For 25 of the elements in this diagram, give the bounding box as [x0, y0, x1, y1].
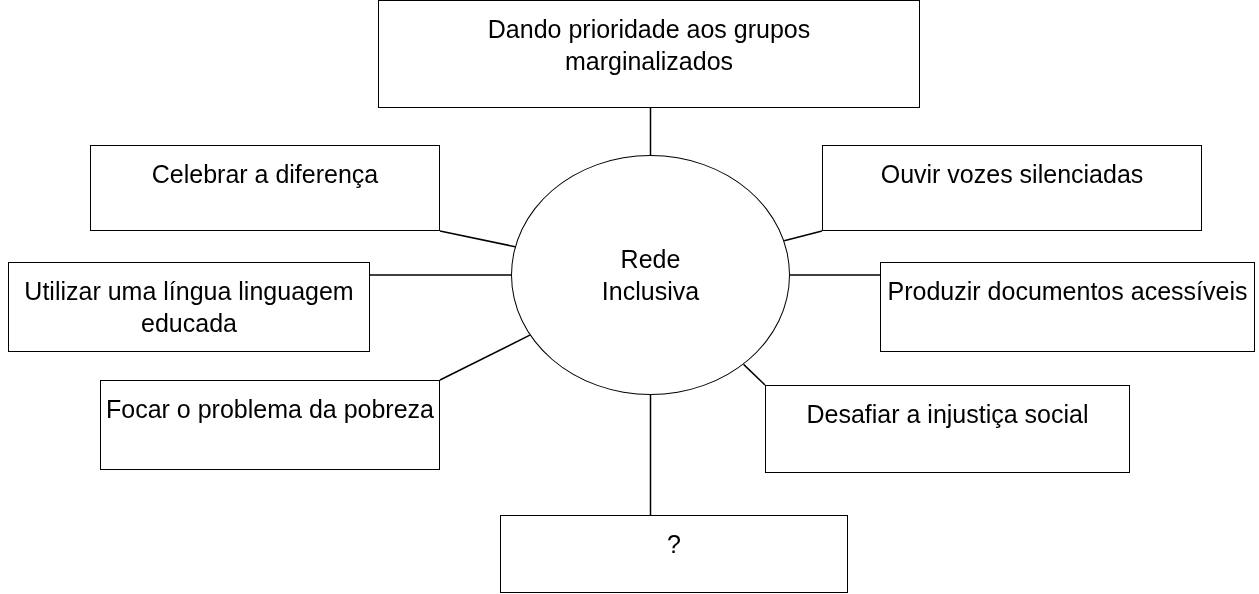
connector-line: [783, 230, 823, 242]
text-box: [500, 515, 848, 593]
node-label: Desafiar a injustiça social: [806, 399, 1089, 430]
connector-line: [789, 274, 881, 276]
node-label: Ouvir vozes silenciadas: [880, 159, 1144, 190]
text-box: [880, 262, 1255, 352]
connector-line: [439, 230, 516, 248]
text-box: [100, 380, 440, 470]
connector-line: [649, 394, 652, 516]
connector-line: [742, 363, 766, 386]
text-box: [822, 145, 1202, 231]
node-label: Rede Inclusiva: [600, 244, 701, 307]
text-box: [8, 262, 370, 352]
text-box: [765, 385, 1130, 473]
node-label: Celebrar a diferença: [151, 159, 379, 190]
node-label: Focar o problema da pobreza: [106, 394, 434, 425]
connector-line: [369, 274, 512, 276]
connector-line: [649, 107, 652, 156]
text-box: [378, 0, 920, 108]
connector-line: [439, 334, 531, 381]
text-box: [90, 145, 440, 231]
node-label: Dando prioridade aos grupos marginalizados: [486, 14, 812, 77]
node-label: Produzir documentos acessíveis: [887, 276, 1248, 307]
node-label: ?: [667, 529, 681, 560]
node-label: Utilizar uma língua linguagem educada: [23, 276, 355, 339]
